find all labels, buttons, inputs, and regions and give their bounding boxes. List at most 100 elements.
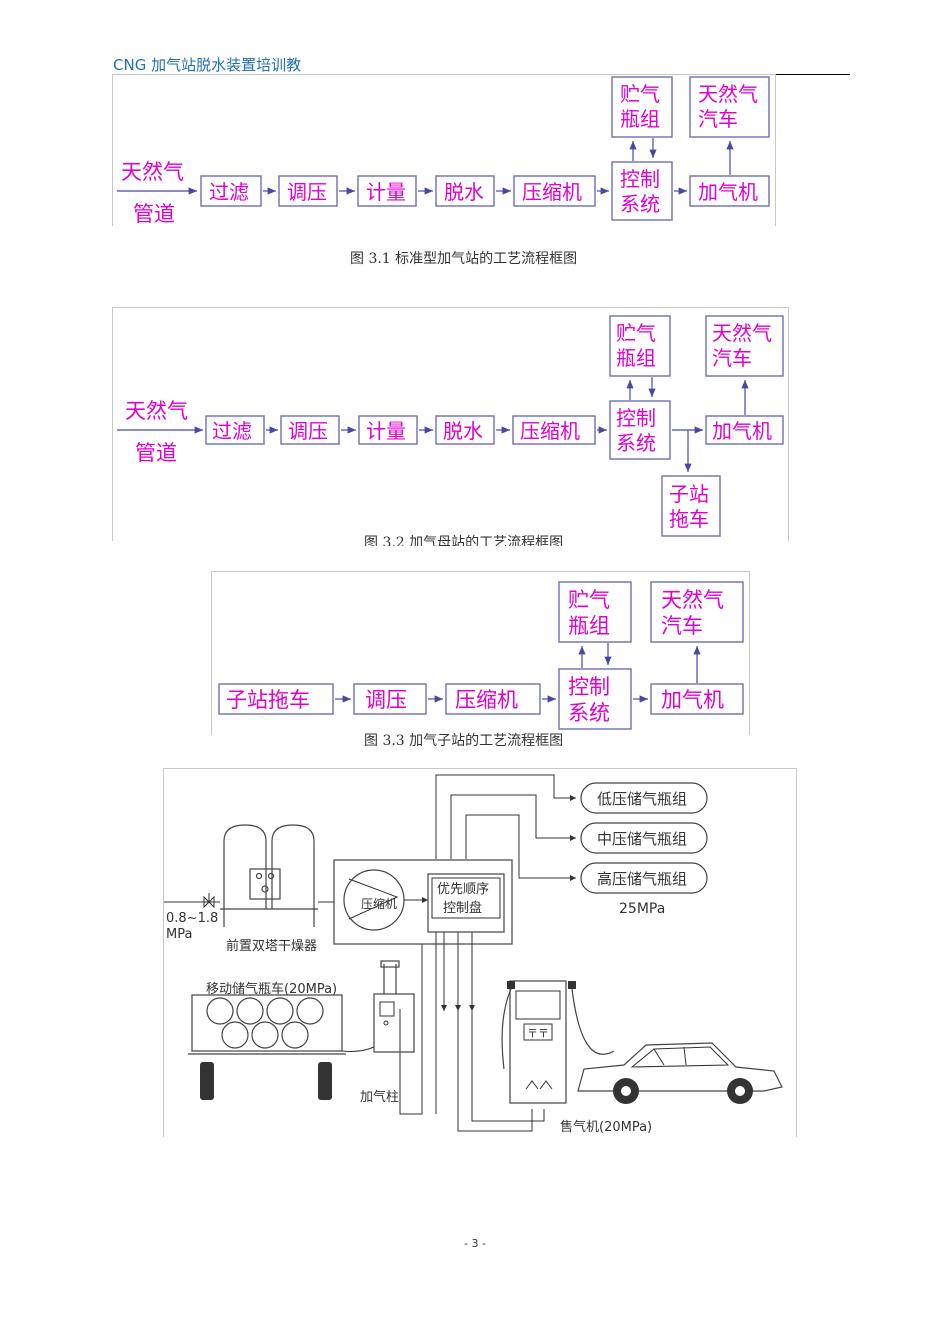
high-bank-label: 高压储气瓶组 xyxy=(597,870,687,888)
high-bank-box xyxy=(580,862,708,894)
inlet-pressure-value: 0.8~1.8 xyxy=(166,911,218,926)
trailer-box xyxy=(661,475,721,537)
car-body xyxy=(577,1042,783,1092)
control-line2: 系统 xyxy=(620,192,660,216)
pipe-label: 管道 xyxy=(135,441,177,465)
vehicle-line1: 天然气 xyxy=(661,588,724,612)
vehicle-line1: 天然气 xyxy=(698,82,758,106)
station-schematic: 低压储气瓶组 中压储气瓶组 高压储气瓶组 25MPa 前置双塔干燥器 0.8~1… xyxy=(163,768,797,1137)
vehicle-line2: 汽车 xyxy=(698,107,738,131)
dispenser-box xyxy=(705,415,784,445)
step-box-dehydrate xyxy=(435,175,495,207)
step-box-dehydrate xyxy=(435,415,495,445)
vehicle-line1: 天然气 xyxy=(712,321,772,345)
control-line2: 系统 xyxy=(568,701,610,725)
priority-panel-line2: 控制盘 xyxy=(443,900,482,916)
step-dehydrate: 脱水 xyxy=(444,180,484,204)
step-compressor: 压缩机 xyxy=(455,688,518,712)
step-regulate: 调压 xyxy=(288,419,328,443)
storage-box xyxy=(611,76,673,138)
step-meter: 计量 xyxy=(366,180,406,204)
svg-text:〒〒: 〒〒 xyxy=(527,1027,549,1040)
dryer-tower-left xyxy=(223,824,267,909)
step-box-compressor xyxy=(512,415,596,445)
figure-3-1-caption: 图 3.1 标准型加气站的工艺流程框图 xyxy=(350,251,578,267)
trailer-label: 移动储气瓶车(20MPa) xyxy=(206,981,337,997)
storage-line1: 贮气 xyxy=(616,321,656,345)
header-rule xyxy=(775,74,850,75)
step-regulate: 调压 xyxy=(287,180,327,204)
figure-3-3-caption-clip: 图 3.3 加气子站的工艺流程框图 xyxy=(350,730,620,746)
vehicle-box xyxy=(650,581,744,643)
figure-3-2: 天然气 管道 过滤 调压 计量 脱水 压缩机 控制 系统 贮气 瓶组 加气机 天… xyxy=(112,307,789,541)
step-box-compressor xyxy=(513,175,596,207)
dryer-label: 前置双塔干燥器 xyxy=(226,938,317,954)
dispenser-label: 加气机 xyxy=(661,688,724,712)
storage-line1: 贮气 xyxy=(568,588,610,612)
pipe-high-bank xyxy=(465,814,576,881)
dispenser-hose-right xyxy=(571,988,615,1055)
header-title: CNG 加气站脱水装置培训教 xyxy=(113,56,302,74)
dispenser-label: 加气机 xyxy=(712,419,772,443)
figure-3-1: 天然气 管道 过滤 调压 计量 脱水 压缩机 控制 系统 贮气 瓶组 加气机 天… xyxy=(112,74,776,226)
step-box-regulate xyxy=(353,683,427,715)
source-box xyxy=(218,683,334,715)
storage-line2: 瓶组 xyxy=(616,346,656,370)
step-box-compressor xyxy=(445,683,541,715)
dispenser-label: 售气机(20MPa) xyxy=(560,1119,652,1135)
step-box-meter xyxy=(357,175,417,207)
figure-3-2-caption: 图 3.2 加气母站的工艺流程框图 xyxy=(364,535,564,546)
figure-3-3: 子站拖车 调压 压缩机 控制 系统 贮气 瓶组 加气机 天然气 汽车 xyxy=(211,571,750,735)
step-dehydrate: 脱水 xyxy=(443,419,483,443)
priority-panel-line1: 优先顺序 xyxy=(437,882,489,897)
vehicle-box xyxy=(689,76,770,138)
pipe-label: 管道 xyxy=(133,202,175,226)
source-label: 子站拖车 xyxy=(226,688,310,712)
step-filter: 过滤 xyxy=(212,419,252,443)
compressor-label: 压缩机 xyxy=(361,896,397,911)
mid-bank-label: 中压储气瓶组 xyxy=(597,830,687,848)
control-line1: 控制 xyxy=(620,167,660,191)
step-regulate: 调压 xyxy=(365,688,407,712)
fill-post-label: 加气柱 xyxy=(360,1089,399,1105)
inlet-pressure-unit: MPa xyxy=(166,927,192,942)
dispenser-body xyxy=(509,980,567,1104)
source-label: 天然气 xyxy=(125,399,188,423)
step-box-filter xyxy=(205,415,265,445)
control-box xyxy=(611,161,673,221)
step-filter: 过滤 xyxy=(209,180,249,204)
inlet-valve-icon xyxy=(203,895,215,909)
vehicle-line2: 汽车 xyxy=(712,346,752,370)
compressor-skid xyxy=(333,859,513,945)
vehicle-line2: 汽车 xyxy=(661,614,703,638)
dispenser-box xyxy=(689,175,770,207)
figure-3-2-caption-clip: 图 3.2 加气母站的工艺流程框图 xyxy=(350,528,610,546)
page-number: - 3 - xyxy=(464,1237,486,1250)
pipe-low-bank xyxy=(435,774,576,859)
control-line1: 控制 xyxy=(616,406,656,430)
fill-post-box xyxy=(373,993,415,1053)
step-compressor: 压缩机 xyxy=(522,180,582,204)
step-box-filter xyxy=(200,175,262,207)
mid-bank-box xyxy=(580,822,708,854)
vehicle-box xyxy=(705,315,784,377)
figure-3-3-caption: 图 3.3 加气子站的工艺流程框图 xyxy=(364,733,564,746)
storage-box xyxy=(609,315,671,377)
step-box-meter xyxy=(358,415,418,445)
step-meter: 计量 xyxy=(366,419,406,443)
control-box xyxy=(609,400,671,460)
priority-panel-box xyxy=(427,873,505,933)
trailer-wheel-rear xyxy=(318,1062,332,1100)
trailer-line1: 子站 xyxy=(669,482,709,506)
control-line2: 系统 xyxy=(616,431,656,455)
dryer-panel xyxy=(249,868,281,900)
storage-line2: 瓶组 xyxy=(620,107,660,131)
dispenser-hose-left xyxy=(501,988,512,1070)
trailer-line2: 拖车 xyxy=(669,507,709,531)
control-line1: 控制 xyxy=(568,675,610,699)
control-box xyxy=(558,668,632,730)
bank-pressure-label: 25MPa xyxy=(619,901,665,917)
storage-line1: 贮气 xyxy=(620,82,660,106)
pipe-mid-bank xyxy=(450,794,576,859)
low-bank-box xyxy=(580,782,708,814)
